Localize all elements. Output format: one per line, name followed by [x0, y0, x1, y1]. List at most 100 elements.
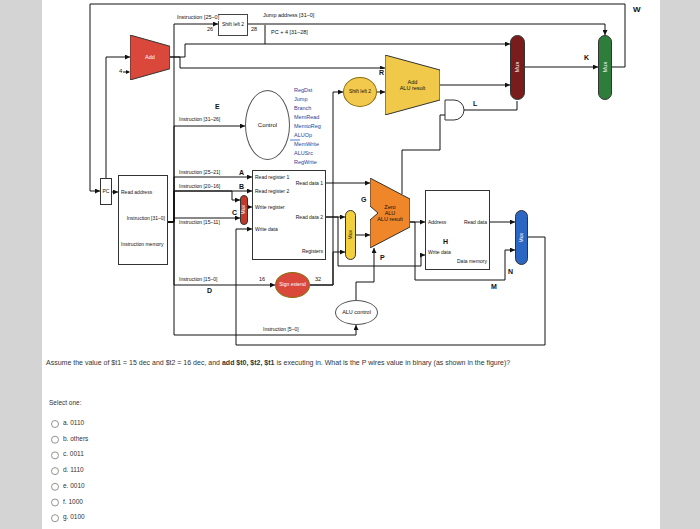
- bit-width: 28: [250, 27, 258, 33]
- callout-letter: A: [238, 169, 245, 176]
- text-holder: Shift left 2: [219, 15, 247, 35]
- register-file: Read register 1 Read data 1 Read register …: [252, 170, 326, 260]
- node-text: Shift left 2: [220, 22, 246, 28]
- wire-connector: [248, 24, 605, 35]
- text-holder: Control: [246, 91, 289, 159]
- mux: Mux: [598, 35, 612, 100]
- node-text: Registers: [302, 249, 323, 255]
- wire-label: Instruction [25–21]: [178, 170, 221, 175]
- node-text: Address: [428, 220, 446, 226]
- mux: Mux: [345, 210, 356, 260]
- question-text: add $t0, $t2, $t1: [222, 359, 275, 366]
- node-text: Write data: [255, 227, 278, 233]
- control-signal: Jump: [293, 97, 308, 103]
- control-signal: MemWrite: [293, 142, 320, 148]
- radio-buttons: [52, 421, 59, 522]
- callout-letter: E: [214, 103, 221, 110]
- answer-option: c. 0011: [62, 451, 85, 458]
- control-signal: ALUOp: [293, 133, 313, 139]
- node-text: Write register: [255, 205, 285, 211]
- data-memory: AddressRead dataWrite dataData memory: [425, 190, 490, 270]
- callout-letter: N: [507, 268, 514, 275]
- alu: ZeroALUALU result: [370, 178, 410, 248]
- pc-register: PC: [100, 178, 112, 205]
- text-holder: Add: [130, 35, 170, 80]
- node-text: Read register 2: [255, 189, 289, 195]
- shift-box: Shift left 2: [218, 14, 248, 36]
- and-gate: [445, 100, 464, 120]
- wire-label: Jump address [31–0]: [262, 13, 315, 19]
- adder: AddALU result: [385, 55, 440, 115]
- node-text: Sign extend: [277, 282, 308, 288]
- wire-connector: [170, 57, 385, 68]
- node-text: Mux: [348, 230, 354, 239]
- wire-label: Instruction [15–11]: [178, 220, 221, 225]
- adder: Add: [130, 35, 170, 80]
- node-text: Mux: [519, 233, 525, 242]
- bit-width: 26: [206, 27, 214, 33]
- node-text: Instruction [31–0]: [127, 216, 165, 222]
- arrow-head: [126, 70, 130, 74]
- node-text: ALU result: [371, 216, 409, 222]
- question-text: Assume the value of $t1 = 15 dec and $t2…: [46, 359, 220, 366]
- control-signal: MemRead: [293, 115, 320, 121]
- alu-control: ALU control: [335, 300, 378, 325]
- wire-connector: [490, 222, 515, 223]
- control-signal: MemtoReg: [293, 124, 322, 130]
- node-text: ALU: [371, 210, 409, 216]
- text-holder: Shift left 2: [344, 78, 376, 106]
- wire-connector: [356, 248, 374, 300]
- callout-letter: C: [231, 209, 238, 216]
- callout-letter: D: [206, 287, 213, 294]
- wire-connector: [168, 24, 218, 222]
- wire-connector: [356, 235, 370, 236]
- bit-width: 32: [314, 277, 322, 283]
- text-holder: Mux: [241, 196, 247, 224]
- node-text: Read register 1: [255, 175, 289, 181]
- constant: 4: [118, 68, 123, 74]
- node-text: ALU result: [386, 85, 439, 91]
- mux: Mux: [515, 210, 528, 265]
- text-holder: Mux: [516, 211, 527, 264]
- wire-connector: [525, 67, 598, 68]
- callout-letter: P: [379, 254, 386, 261]
- wire: [402, 115, 445, 194]
- wire-connector: [168, 191, 240, 222]
- answer-option: d. 1110: [62, 467, 85, 474]
- node-text: Write data: [428, 250, 451, 256]
- node-text: Data memory: [457, 259, 487, 265]
- callout-letter: M: [490, 283, 498, 290]
- callout-letter: B: [238, 183, 245, 190]
- wire-connector: [168, 126, 245, 222]
- wire: [265, 25, 266, 44]
- callout-letter: R: [378, 69, 385, 76]
- text-holder: PC: [101, 179, 111, 204]
- wire-connector: [90, 4, 625, 191]
- control-wire: [290, 140, 300, 141]
- text-holder: AddALU result: [385, 55, 440, 115]
- node-text: Mux: [514, 62, 520, 72]
- node-text: Add: [131, 54, 169, 60]
- wire-label: Instruction [15–0]: [178, 277, 218, 282]
- text-holder: ALU control: [336, 301, 377, 324]
- mux: Mux: [510, 35, 525, 100]
- wire-connector: [326, 183, 370, 184]
- node-text: Mux: [602, 62, 608, 72]
- callout-letter: H: [442, 238, 449, 245]
- wire-label: PC + 4 [31–28]: [270, 30, 309, 36]
- node-text: PC: [102, 189, 110, 195]
- control-unit: Control: [245, 90, 290, 160]
- wire-label: Instruction [5–0]: [262, 327, 300, 332]
- node-text: Zero: [371, 204, 409, 210]
- wire-label: Instruction [20–16]: [178, 184, 221, 189]
- wire-connector: [440, 85, 510, 86]
- node-text: Mux: [241, 205, 247, 214]
- wire-connector: [170, 44, 510, 57]
- prompt-text: Select one:: [48, 400, 83, 407]
- control-signal: Branch: [293, 106, 312, 112]
- node-text: ALU control: [337, 309, 376, 315]
- node-text: Read data 1: [296, 181, 323, 187]
- text-holder: Mux: [599, 36, 611, 99]
- wire-label: Instruction [31–26]: [178, 117, 221, 122]
- wire: [464, 101, 517, 110]
